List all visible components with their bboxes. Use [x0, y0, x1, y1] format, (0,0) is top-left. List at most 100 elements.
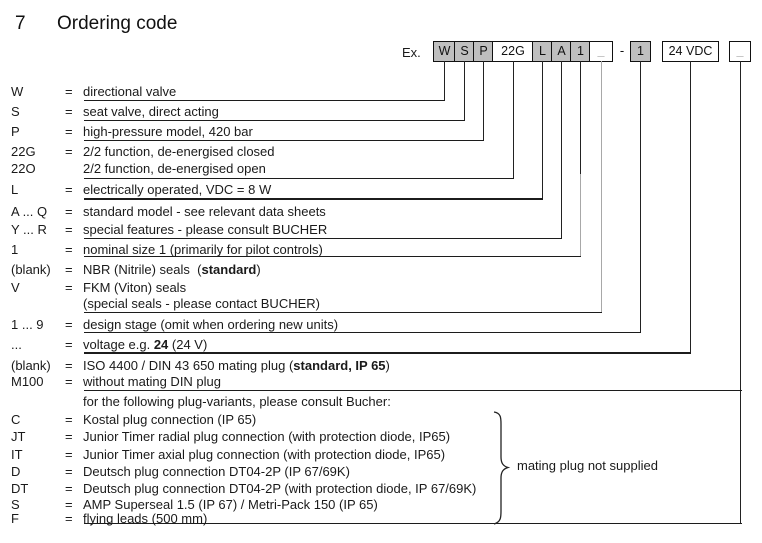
row-text: directional valve: [83, 84, 177, 99]
connector-line: [600, 61, 602, 312]
connector-line: [560, 61, 562, 238]
row-code: IT: [11, 447, 23, 462]
row-equals: =: [65, 280, 73, 295]
connector-line: [512, 61, 514, 178]
connector-line: [541, 61, 543, 198]
row-text: NBR (Nitrile) seals (standard): [83, 262, 261, 277]
row-text: Junior Timer axial plug connection (with…: [83, 447, 446, 462]
row-code: 1: [11, 242, 19, 257]
row-equals: =: [65, 104, 73, 119]
row-code: S: [11, 104, 20, 119]
row-code: Y ... R: [11, 222, 47, 237]
row-code: L: [11, 182, 19, 197]
row-text: FKM (Viton) seals: [83, 280, 187, 295]
code-box-1: 1: [630, 41, 651, 62]
row-code: 22O: [11, 161, 36, 176]
box-separator: -: [619, 43, 625, 58]
code-box-W: W: [433, 41, 456, 62]
row-equals: =: [65, 481, 73, 496]
row-code: D: [11, 464, 21, 479]
row-equals: =: [65, 337, 73, 352]
connector-underline: [84, 331, 641, 333]
connector-line: [689, 61, 691, 352]
row-text: design stage (omit when ordering new uni…: [83, 317, 339, 332]
row-code: A ... Q: [11, 204, 48, 219]
row-equals: =: [65, 317, 73, 332]
row-text: 2/2 function, de-energised open: [83, 161, 266, 176]
row-equals: =: [65, 222, 73, 237]
connector-line: [739, 61, 741, 523]
row-equals: =: [65, 358, 73, 373]
connector-underline: [84, 198, 543, 200]
row-equals: =: [65, 242, 73, 257]
section-number: 7: [15, 13, 26, 34]
row-equals: =: [65, 429, 73, 444]
row-text: Kostal plug connection (IP 65): [83, 412, 257, 427]
connector-underline: [84, 119, 465, 121]
row-text: ISO 4400 / DIN 43 650 mating plug (stand…: [83, 358, 390, 373]
code-box-L: L: [532, 41, 553, 62]
connector-line: [482, 61, 484, 140]
row-text: for the following plug-variants, please …: [83, 394, 391, 409]
row-code: F: [11, 511, 19, 526]
connector-line: [579, 61, 581, 174]
row-text: 2/2 function, de-energised closed: [83, 144, 275, 159]
connector-line: [639, 61, 641, 332]
row-code: S: [11, 497, 20, 512]
row-equals: =: [65, 497, 73, 512]
row-code: C: [11, 412, 21, 427]
code-box-1: 1: [570, 41, 591, 62]
connector-line: [443, 61, 445, 100]
row-code: JT: [11, 429, 26, 444]
row-equals: =: [65, 182, 73, 197]
row-code: 1 ... 9: [11, 317, 44, 332]
row-code: 22G: [11, 144, 36, 159]
code-box-placeholder-7: _: [589, 41, 613, 62]
connector-underline: [84, 255, 581, 257]
page-title: Ordering code: [57, 13, 178, 34]
connector-line: [579, 174, 581, 256]
row-equals: =: [65, 412, 73, 427]
row-equals: =: [65, 124, 73, 139]
code-box-placeholder-11: _: [729, 41, 751, 62]
brace-label: mating plug not supplied: [517, 458, 658, 473]
row-equals: =: [65, 262, 73, 277]
row-text: (special seals - please contact BUCHER): [83, 296, 320, 311]
code-box-24-VDC: 24 VDC: [662, 41, 719, 62]
connector-underline: [84, 352, 691, 354]
row-text: Deutsch plug connection DT04-2P (IP 67/6…: [83, 464, 350, 479]
connector-underline: [84, 522, 742, 524]
row-text: AMP Superseal 1.5 (IP 67) / Metri-Pack 1…: [83, 497, 378, 512]
brace: [493, 411, 511, 525]
row-code: W: [11, 84, 24, 99]
row-text: electrically operated, VDC = 8 W: [83, 182, 272, 197]
row-code: DT: [11, 481, 29, 496]
row-code: (blank): [11, 262, 51, 277]
row-text: standard model - see relevant data sheet…: [83, 204, 326, 219]
connector-underline: [84, 139, 484, 141]
row-code: V: [11, 280, 20, 295]
connector-underline: [84, 389, 742, 391]
row-text: Junior Timer radial plug connection (wit…: [83, 429, 451, 444]
row-code: M100: [11, 374, 44, 389]
row-text: nominal size 1 (primarily for pilot cont…: [83, 242, 323, 257]
row-code: (blank): [11, 358, 51, 373]
code-box-A: A: [551, 41, 572, 62]
code-box-P: P: [473, 41, 494, 62]
row-text: voltage e.g. 24 (24 V): [83, 337, 208, 352]
row-equals: =: [65, 511, 73, 526]
row-equals: =: [65, 374, 73, 389]
example-label: Ex.: [402, 45, 421, 60]
row-text: without mating DIN plug: [83, 374, 222, 389]
connector-underline: [84, 99, 445, 101]
row-code: P: [11, 124, 20, 139]
connector-underline: [84, 177, 514, 179]
row-text: special features - please consult BUCHER: [83, 222, 328, 237]
row-equals: =: [65, 204, 73, 219]
connector-underline: [84, 237, 562, 239]
row-code: ...: [11, 337, 22, 352]
connector-line: [463, 61, 465, 120]
row-text: seat valve, direct acting: [83, 104, 219, 119]
connector-underline: [84, 311, 602, 313]
